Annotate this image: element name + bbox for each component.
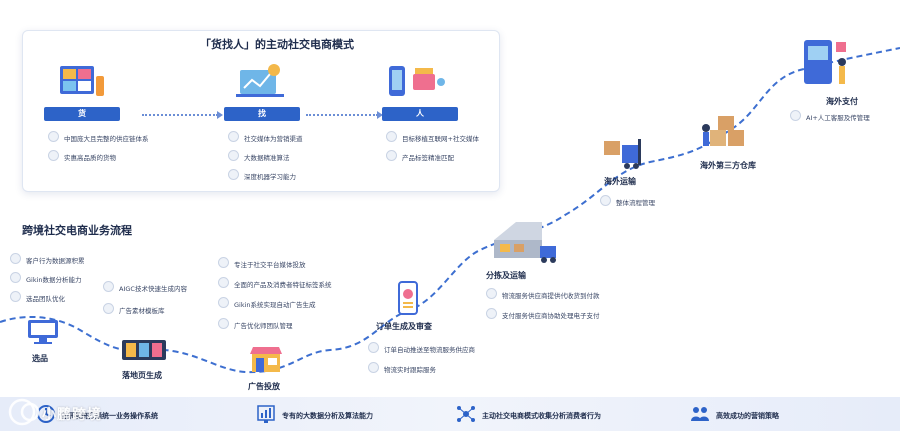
select-bullet: 客户行为数据源积累: [10, 253, 85, 265]
select-bullet: 选品团队优化: [10, 291, 65, 303]
people-bullet: 产品标签精准匹配: [386, 150, 454, 162]
select-bullet: Gikin数据分析能力: [10, 272, 82, 284]
landing-bullet: AIGC技术快速生成内容: [103, 281, 187, 293]
overseas-transport-bullet: 整体流程管理: [600, 195, 655, 207]
warehouse-boxes-icon: [702, 116, 744, 146]
sorting-bullet: 支付服务供应商协助处理电子支付: [486, 308, 600, 320]
goods-illustration-icon: [60, 66, 104, 96]
find-illustration-icon: [236, 64, 284, 97]
bar-item-social-commerce: 主动社交电商模式收集分析消费者行为: [482, 412, 601, 420]
stage-sorting-transport: 分拣及运输: [486, 271, 526, 280]
ad-bullet: 专注于社交平台媒体投放: [218, 257, 306, 269]
bar-item-marketing: 高效成功的营销策略: [716, 412, 779, 420]
column-label-find: 找: [224, 107, 300, 121]
find-bullet: 深度机器学习能力: [228, 169, 296, 181]
panel-title: 「货找人」的主动社交电商模式: [200, 38, 354, 51]
payment-bullet: AI+人工客服及传管理: [790, 110, 870, 122]
order-bullet: 订单自动推送至物流服务供应商: [368, 342, 475, 354]
monitor-icon: [28, 320, 58, 344]
stage-ad-delivery: 广告投放: [248, 382, 280, 391]
ad-bullet: 广告优化师团队管理: [218, 318, 293, 330]
stage-overseas-warehouse: 海外第三方仓库: [700, 161, 756, 170]
stage-landing-page: 落地页生成: [122, 371, 162, 380]
ad-bullet: Gikin系统实现自动广告生成: [218, 297, 316, 309]
order-phone-icon: [398, 281, 418, 315]
order-bullet: 物流实时跟踪服务: [368, 362, 436, 374]
stage-overseas-transport: 海外运输: [604, 177, 636, 186]
column-label-goods: 货: [44, 107, 120, 121]
column-label-people: 人: [382, 107, 458, 121]
landing-bullet: 广告素材模板库: [103, 303, 165, 315]
sorting-bullet: 物流服务供应商提供代收货到付款: [486, 288, 600, 300]
find-bullet: 社交媒体为营销渠道: [228, 131, 303, 143]
people-bullet: 目标移植互联网+社交媒体: [386, 131, 479, 143]
goods-bullet: 中国庞大且完整的供应链体系: [48, 131, 149, 143]
flow-title: 跨境社交电商业务流程: [22, 224, 132, 237]
find-bullet: 大数据精准算法: [228, 150, 290, 162]
bar-item-system: 自研系统打通统一业务操作系统: [60, 412, 158, 420]
watermark-text: 小鹏跨境: [42, 407, 102, 423]
stage-order-review: 订单生成及审查: [376, 322, 432, 331]
arrow-goods-to-find: [142, 111, 223, 119]
team-icon: [691, 407, 709, 421]
stage-overseas-payment: 海外支付: [826, 97, 858, 106]
bar-item-analytics: 专有的大数据分析及算法能力: [282, 412, 373, 420]
landing-page-icon: [122, 340, 166, 360]
people-illustration-icon: [389, 66, 445, 96]
ad-bullet: 全面的产品及消费者特征标签系统: [218, 277, 332, 289]
stage-select: 选品: [32, 354, 48, 363]
network-icon: [457, 406, 475, 422]
payment-kiosk-icon: [804, 40, 846, 84]
watermark-logo-icon: [8, 398, 40, 426]
analytics-chart-icon: [257, 405, 275, 423]
forklift-icon: [604, 139, 641, 169]
goods-bullet: 实惠高品质的货物: [48, 150, 116, 162]
sorting-warehouse-icon: [494, 222, 556, 263]
arrow-find-to-people: [306, 111, 383, 119]
capabilities-bar: [0, 397, 900, 431]
storefront-icon: [250, 347, 282, 372]
